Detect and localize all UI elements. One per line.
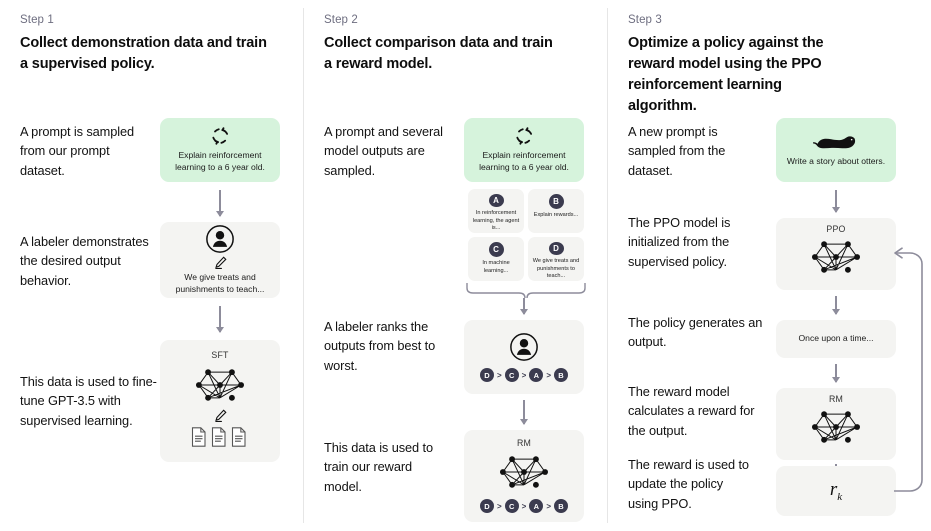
- step-3-rm-box: RM: [776, 388, 896, 460]
- step-3-ppo-box: PPO: [776, 218, 896, 290]
- step-1-prompt-caption: Explain reinforcement learning to a 6 ye…: [175, 150, 265, 172]
- arrow-3-2: [835, 296, 837, 314]
- rank-sep-3: >: [546, 370, 551, 380]
- refresh-icon: [210, 126, 230, 146]
- feedback-loop-arrow: [888, 246, 931, 496]
- option-text-a: In reinforcement learning, the agent is.…: [472, 210, 520, 232]
- step-1-title: Collect demonstration data and train a s…: [20, 35, 267, 73]
- refresh-icon: [514, 126, 534, 146]
- step-1-label: Step 1: [20, 14, 54, 26]
- step-2-rm-title: RM: [516, 438, 532, 448]
- step-1-prompt-box: Explain reinforcement learning to a 6 ye…: [160, 118, 280, 182]
- reward-symbol: rk: [829, 479, 843, 503]
- arrow-2-1: [523, 298, 525, 314]
- step-3-prompt-box: Write a story about otters.: [776, 118, 896, 182]
- rank-badge-3: A: [529, 368, 544, 382]
- step-3-label: Step 3: [628, 14, 662, 26]
- option-text-c: In machine learning...: [482, 260, 510, 274]
- step-2-rm-ranking: D > C > A > B: [479, 499, 568, 513]
- step-1-text-2: A labeler demonstrates the desired outpu…: [20, 234, 149, 288]
- pencil-icon: [213, 255, 228, 270]
- option-card-b[interactable]: B Explain rewards...: [528, 189, 584, 233]
- rm-rank-sep-3: >: [546, 501, 551, 511]
- person-icon: [509, 332, 539, 362]
- step-3-prompt-caption: Write a story about otters.: [786, 156, 886, 167]
- rank-sep-2: >: [521, 370, 527, 380]
- option-card-d[interactable]: D We give treats and punishments to teac…: [528, 237, 584, 281]
- rm-rank-sep-1: >: [496, 501, 502, 511]
- step-3-text-3: The policy generates an output.: [628, 315, 763, 350]
- option-badge-a: A: [488, 194, 504, 208]
- option-card-a[interactable]: A In reinforcement learning, the agent i…: [468, 189, 524, 233]
- pencil-icon: [213, 408, 228, 423]
- otter-icon: [813, 132, 859, 152]
- neural-network-icon: [808, 235, 864, 279]
- rank-badge-4: B: [554, 368, 568, 382]
- neural-network-icon: [496, 450, 552, 494]
- step-3-text-1: A new prompt is sampled from the dataset…: [628, 124, 726, 178]
- column-divider-1: [303, 8, 304, 523]
- step-3-text-4: The reward model calculates a reward for…: [628, 384, 755, 438]
- step-2-label: Step 2: [324, 14, 358, 26]
- step-3-text-2: The PPO model is initialized from the su…: [628, 215, 731, 269]
- option-badge-c: C: [488, 242, 504, 257]
- option-card-c[interactable]: C In machine learning...: [468, 237, 524, 281]
- rm-rank-badge-4: B: [554, 499, 568, 513]
- person-icon: [205, 224, 235, 254]
- step-2-text-2: A labeler ranks the outputs from best to…: [324, 319, 436, 373]
- merge-brace: [466, 282, 586, 298]
- step-3-text-5: The reward is used to update the policy …: [628, 457, 749, 511]
- step-2-text-1: A prompt and several model outputs are s…: [324, 124, 443, 178]
- arrow-3-1: [835, 190, 837, 212]
- step-1-text-1: A prompt is sampled from our prompt data…: [20, 124, 135, 178]
- step-2-column: Step 2 Collect comparison data and train…: [304, 0, 607, 531]
- rank-badge-1: D: [479, 368, 494, 382]
- option-text-d: We give treats and punishments to teach.…: [532, 258, 580, 280]
- step-1-column: Step 1 Collect demonstration data and tr…: [0, 0, 303, 531]
- step-1-sft-title: SFT: [211, 350, 229, 360]
- step-2-prompt-box: Explain reinforcement learning to a 6 ye…: [464, 118, 584, 182]
- option-text-b: Explain rewards...: [533, 212, 579, 218]
- step-3-output-caption: Once upon a time...: [798, 333, 874, 344]
- rank-sep-1: >: [496, 370, 502, 380]
- rm-rank-sep-2: >: [521, 501, 527, 511]
- step-2-text-3: This data is used to train our reward mo…: [324, 440, 433, 494]
- step-3-rm-title: RM: [828, 394, 844, 404]
- option-badge-d: D: [548, 242, 564, 256]
- step-2-prompt-caption: Explain reinforcement learning to a 6 ye…: [479, 150, 569, 172]
- step-1-text-3: This data is used to fine-tune GPT-3.5 w…: [20, 374, 157, 428]
- step-3-title: Optimize a policy against the reward mod…: [628, 35, 824, 115]
- option-badge-b: B: [548, 194, 564, 209]
- step-2-rm-box: RM D > C > A >: [464, 430, 584, 522]
- rm-rank-badge-1: D: [479, 499, 494, 513]
- step-3-reward-box: rk: [776, 466, 896, 516]
- step-1-sft-box: SFT: [160, 340, 280, 462]
- rm-rank-badge-2: C: [504, 499, 519, 513]
- step-1-labeler-caption: We give treats and punishments to teach.…: [175, 272, 265, 294]
- rm-rank-badge-3: A: [529, 499, 544, 513]
- step-2-title: Collect comparison data and train a rewa…: [324, 35, 553, 73]
- arrow-1-1: [219, 190, 221, 216]
- step-1-labeler-box: We give treats and punishments to teach.…: [160, 222, 280, 298]
- step-2-ranking: D > C > A > B: [479, 368, 568, 382]
- step-3-ppo-title: PPO: [826, 224, 846, 234]
- step-3-output-box: Once upon a time...: [776, 320, 896, 358]
- documents-icon: [190, 426, 250, 448]
- column-divider-2: [607, 8, 608, 523]
- step-3-column: Step 3 Optimize a policy against the rew…: [608, 0, 931, 531]
- neural-network-icon: [808, 405, 864, 449]
- arrow-3-3: [835, 364, 837, 382]
- step-2-rank-box: D > C > A > B: [464, 320, 584, 394]
- neural-network-icon: [192, 363, 248, 407]
- arrow-2-2: [523, 400, 525, 424]
- arrow-1-2: [219, 306, 221, 332]
- rank-badge-2: C: [504, 368, 519, 382]
